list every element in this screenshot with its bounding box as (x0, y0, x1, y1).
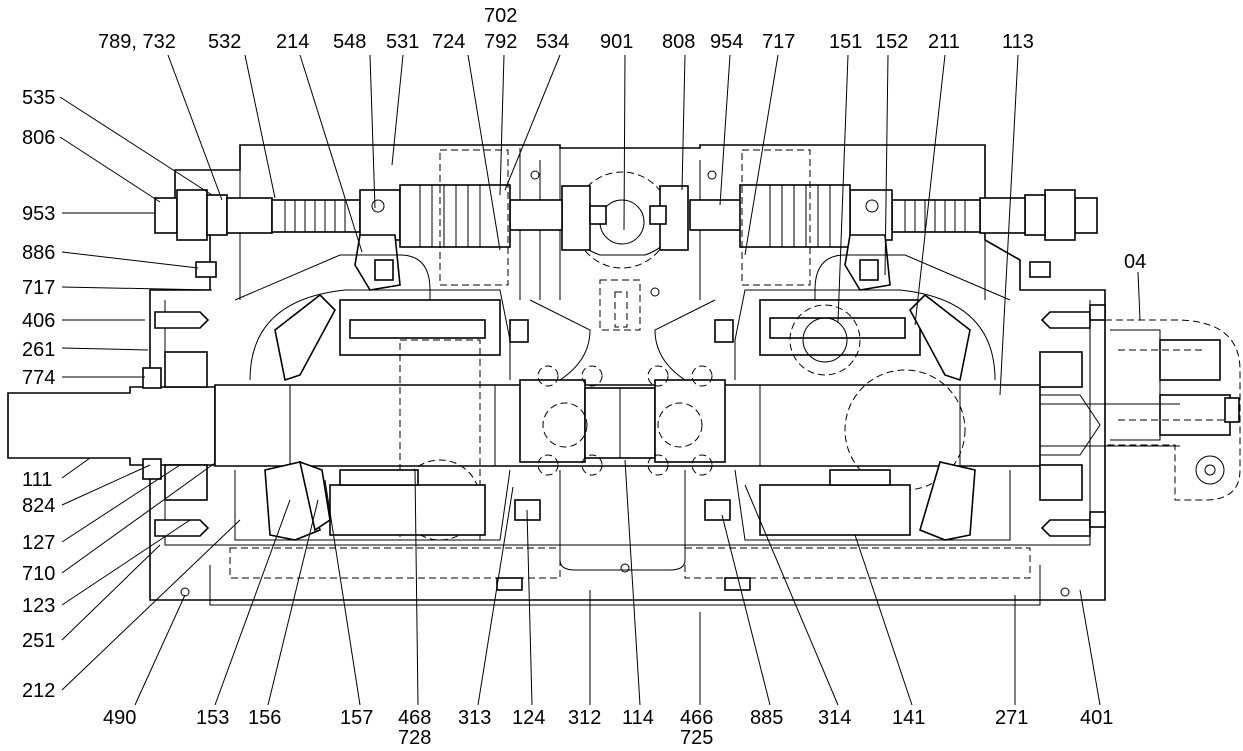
label-156: 156 (248, 707, 281, 729)
label-885: 885 (750, 707, 783, 729)
label-251: 251 (22, 630, 55, 652)
label-806: 806 (22, 127, 55, 149)
label-725: 725 (680, 727, 713, 746)
label-534: 534 (536, 31, 569, 53)
label-792: 792 (484, 31, 517, 53)
label-141: 141 (892, 707, 925, 729)
label-953: 953 (22, 203, 55, 225)
label-824: 824 (22, 495, 55, 517)
label-313: 313 (458, 707, 491, 729)
label-151: 151 (829, 31, 862, 53)
label-153: 153 (196, 707, 229, 729)
label-724: 724 (432, 31, 465, 53)
label-532: 532 (208, 31, 241, 53)
center-coupling (519, 299, 726, 571)
label-717-left: 717 (22, 277, 55, 299)
label-728: 728 (398, 727, 431, 746)
label-531: 531 (386, 31, 419, 53)
label-152: 152 (875, 31, 908, 53)
label-401: 401 (1080, 707, 1113, 729)
label-212: 212 (22, 680, 55, 702)
label-535: 535 (22, 87, 55, 109)
label-717-top: 717 (762, 31, 795, 53)
label-123: 123 (22, 595, 55, 617)
label-113: 113 (1002, 31, 1034, 53)
label-111: 111 (22, 469, 52, 491)
label-406: 406 (22, 310, 55, 332)
label-466: 466 (680, 707, 713, 729)
label-886: 886 (22, 242, 55, 264)
label-271: 271 (995, 707, 1028, 729)
label-774: 774 (22, 367, 55, 389)
center-top-valve (509, 170, 743, 573)
label-157: 157 (340, 707, 373, 729)
label-548: 548 (333, 31, 366, 53)
label-261: 261 (22, 339, 55, 361)
label-954: 954 (710, 31, 743, 53)
label-127: 127 (22, 532, 55, 554)
label-314: 314 (818, 707, 851, 729)
label-490: 490 (103, 707, 136, 729)
right-rotating-group (684, 254, 1031, 591)
label-710: 710 (22, 563, 55, 585)
label-702: 702 (484, 5, 517, 27)
label-114: 114 (622, 707, 654, 729)
label-789-732: 789, 732 (98, 31, 176, 53)
label-468: 468 (398, 707, 431, 729)
leader-lines (59, 54, 1141, 706)
gear-pump-04 (1105, 319, 1241, 501)
label-124: 124 (512, 707, 545, 729)
right-regulator (739, 149, 1098, 291)
callout-labels: 789, 732 532 214 548 531 724 702 792 534… (22, 5, 1146, 749)
label-211: 211 (928, 31, 960, 53)
label-808: 808 (662, 31, 695, 53)
label-04: 04 (1124, 251, 1146, 273)
label-214: 214 (276, 31, 309, 53)
left-regulator (154, 149, 511, 291)
bearings-bolts (142, 304, 1106, 597)
label-901: 901 (600, 31, 633, 53)
label-312: 312 (568, 707, 601, 729)
